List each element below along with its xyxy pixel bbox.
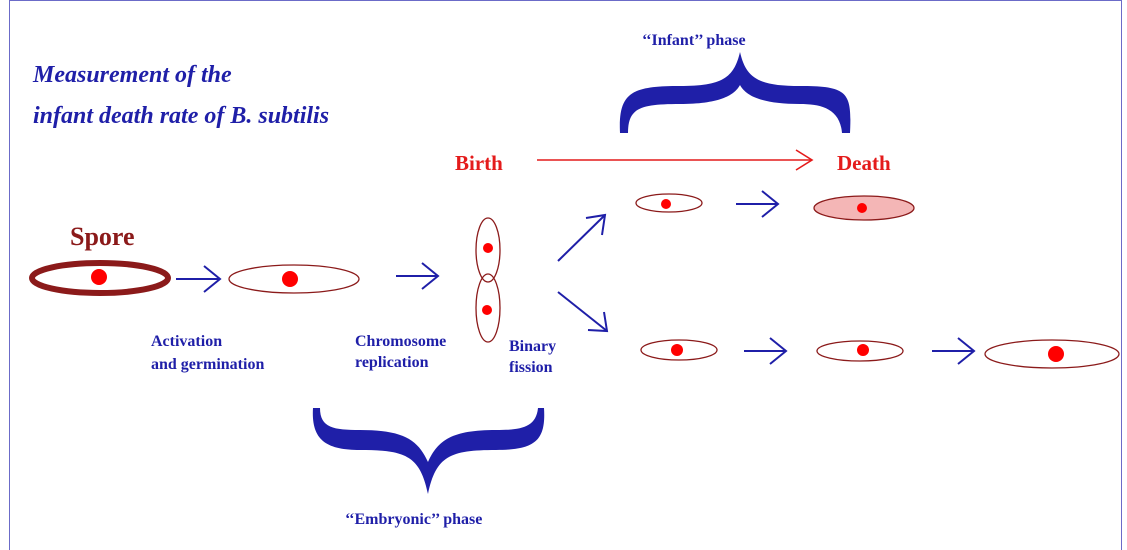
title-line-1: Measurement of the: [33, 62, 232, 89]
activation-label-line-1: Activation: [151, 331, 222, 352]
title-line-2: infant death rate of B. subtilis: [33, 103, 329, 130]
dividing-cell: [476, 218, 500, 342]
arrow-infant-to-death: [736, 191, 778, 217]
activation-label-line-2: and germination: [151, 354, 264, 375]
infant-phase-brace: [620, 52, 851, 133]
daughter-cell-medium: [817, 341, 903, 361]
arrow-medium-to-large: [932, 338, 974, 364]
daughter-cell-large: [985, 340, 1119, 368]
embryonic-phase-brace: [313, 408, 544, 494]
daughter-cell-small: [641, 340, 717, 360]
arrow-small-to-medium: [744, 338, 786, 364]
arrow-fission-up: [558, 215, 605, 261]
germinated-cell: [229, 265, 359, 293]
arrow-germinated-to-replicating: [396, 263, 438, 289]
infant-phase-label: ‘‘Infant’’ phase: [642, 30, 746, 51]
birth-label: Birth: [455, 151, 503, 176]
arrow-fission-down: [558, 292, 607, 331]
infant-cell: [636, 194, 702, 212]
arrow-spore-to-germinated: [176, 266, 220, 292]
chromosome-label-line-2: replication: [355, 352, 428, 373]
birth-to-death-arrow: [537, 150, 812, 170]
death-label: Death: [837, 151, 891, 176]
dead-cell: [814, 196, 914, 220]
embryonic-phase-label: ‘‘Embryonic’’ phase: [345, 509, 482, 530]
chromosome-label-line-1: Chromosome: [355, 331, 446, 352]
spore-label: Spore: [70, 222, 135, 252]
binary-fission-label-line-1: Binary: [509, 336, 556, 357]
binary-fission-label-line-2: fission: [509, 357, 553, 378]
spore-cell: [32, 263, 168, 293]
